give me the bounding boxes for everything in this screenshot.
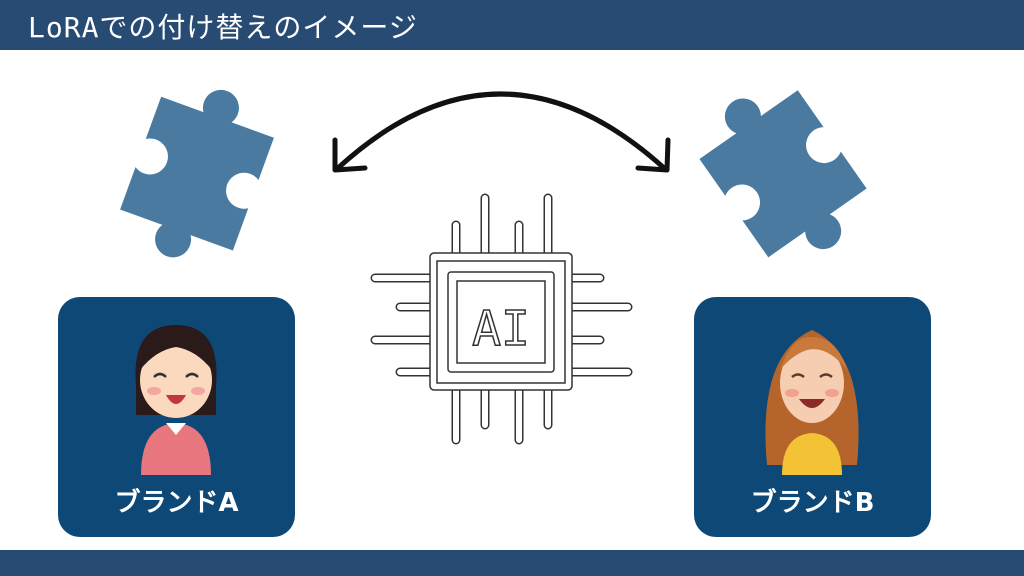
puzzle-piece-left-icon bbox=[120, 89, 274, 258]
brand-a-card: ブランドA bbox=[58, 297, 295, 537]
brand-a-label: ブランドA bbox=[114, 488, 239, 518]
brand-b-card: ブランドB bbox=[694, 297, 931, 537]
brand-a-avatar-icon bbox=[135, 325, 217, 475]
double-arrow-icon bbox=[332, 91, 671, 173]
puzzle-piece-right-icon bbox=[699, 90, 867, 258]
slide-title: LoRAでの付け替えのイメージ bbox=[28, 11, 418, 44]
header-bar: LoRAでの付け替えのイメージ bbox=[0, 0, 1024, 50]
ai-chip-icon: AI bbox=[370, 193, 633, 445]
footer-bar bbox=[0, 550, 1024, 576]
chip-label: AI bbox=[472, 301, 530, 357]
brand-b-avatar-icon bbox=[765, 330, 859, 475]
brand-b-label: ブランドB bbox=[750, 488, 875, 518]
